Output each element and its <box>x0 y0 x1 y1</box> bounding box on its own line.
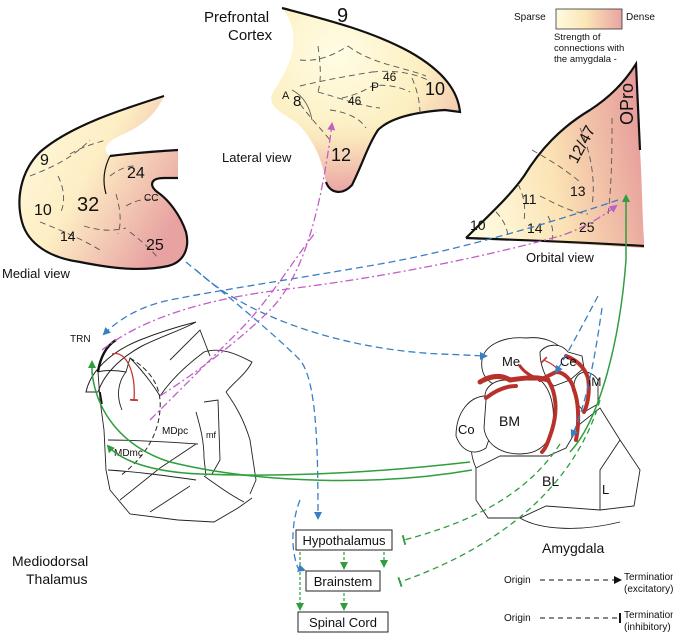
lateral-view-cortex <box>271 6 462 193</box>
thalamus-outline-heavy <box>96 338 117 373</box>
thalamus-mdmc-label: MDmc <box>114 448 143 459</box>
orbital-area-opro: OPro <box>617 83 637 125</box>
legend-gradient-bar <box>555 8 623 30</box>
thalamus-trn-label: TRN <box>70 334 91 345</box>
legend-caption-line3: the amygdala - <box>554 54 617 65</box>
amygdala-bm-label: BM <box>499 413 520 429</box>
key-termination-excitatory-2: (excitatory) <box>624 584 673 595</box>
brainstem-box <box>305 570 381 592</box>
legend-dense-label: Dense <box>626 12 655 23</box>
medial-cc-label: CC <box>144 193 158 204</box>
lateral-area-10: 10 <box>425 79 445 99</box>
amygdala-bl-label: BL <box>542 473 559 489</box>
medial-area-32: 32 <box>77 194 99 216</box>
amygdala-l-label: L <box>602 482 609 497</box>
lateral-area-8: 8 <box>293 93 301 110</box>
lateral-area-p: P <box>371 80 379 94</box>
brainstem-label: Brainstem <box>314 574 373 589</box>
magenta-pathways <box>101 122 618 421</box>
thalamus-mdpc-label: MDpc <box>162 426 188 437</box>
amygdala-title: Amygdala <box>542 540 604 556</box>
medial-area-25: 25 <box>146 237 164 254</box>
lateral-area-12: 12 <box>331 145 351 165</box>
orbital-area-13: 13 <box>570 183 586 199</box>
spinal-cord-box <box>297 611 389 633</box>
legend-caption-line2: connections with <box>554 43 624 54</box>
amygdala-ce-label: Ce <box>560 354 577 369</box>
lateral-area-a: A <box>282 90 290 102</box>
thalamus-title-line2: Thalamus <box>26 571 87 587</box>
thalamus-edge <box>99 391 103 405</box>
amygdala-im-label: IM <box>588 375 601 389</box>
medial-area-24: 24 <box>127 165 145 182</box>
orbital-view-label: Orbital view <box>526 250 595 265</box>
amygdala-me-label: Me <box>502 354 520 369</box>
green-dashed-inhibitory <box>397 399 601 588</box>
orbital-area-11: 11 <box>522 191 537 207</box>
prefrontal-title-line1: Prefrontal <box>204 9 269 26</box>
pathway-key: Origin Termination (excitatory) Origin T… <box>504 572 673 633</box>
key-origin-excitatory: Origin <box>504 575 531 586</box>
lateral-area-46-bottom: 46 <box>348 94 362 108</box>
hypothalamus-label: Hypothalamus <box>302 533 386 548</box>
thalamus-mf-label: mf <box>206 430 216 440</box>
lateral-area-46-top: 46 <box>383 70 397 84</box>
blue-pathways <box>102 199 619 572</box>
lateral-area-9: 9 <box>337 5 348 27</box>
amygdala-drawing <box>455 337 641 529</box>
medial-view-cortex <box>18 94 189 271</box>
mdmc-boundary <box>119 357 161 477</box>
thalamus-title-line1: Mediodorsal <box>12 553 88 569</box>
lateral-view-label: Lateral view <box>222 150 292 165</box>
legend-caption-line1: Strength of <box>554 32 601 43</box>
key-origin-inhibitory: Origin <box>504 613 531 624</box>
key-termination-inhibitory-2: (inhibitory) <box>624 622 671 633</box>
green-pathways <box>88 194 630 482</box>
output-chain-arrows <box>296 552 388 611</box>
key-termination-inhibitory-1: Termination <box>624 610 673 621</box>
medial-area-14: 14 <box>60 228 76 244</box>
key-termination-excitatory-1: Termination <box>624 572 673 583</box>
prefrontal-title-line2: Cortex <box>228 27 273 44</box>
hypothalamus-box <box>295 529 393 551</box>
orbital-view-cortex <box>465 60 645 248</box>
legend-sparse-label: Sparse <box>514 12 546 23</box>
trn-inhibitory-arc <box>111 352 139 402</box>
orbital-area-14: 14 <box>527 220 543 236</box>
orbital-area-10: 10 <box>470 217 486 233</box>
amygdala-co-label: Co <box>458 422 475 437</box>
medial-area-9: 9 <box>40 152 49 169</box>
medial-view-label: Medial view <box>2 266 71 281</box>
medial-area-10: 10 <box>34 202 52 219</box>
spinal-cord-label: Spinal Cord <box>309 615 377 630</box>
strength-legend: Sparse Dense Strength of connections wit… <box>514 8 655 65</box>
mediodorsal-thalamus-drawing <box>85 321 257 523</box>
